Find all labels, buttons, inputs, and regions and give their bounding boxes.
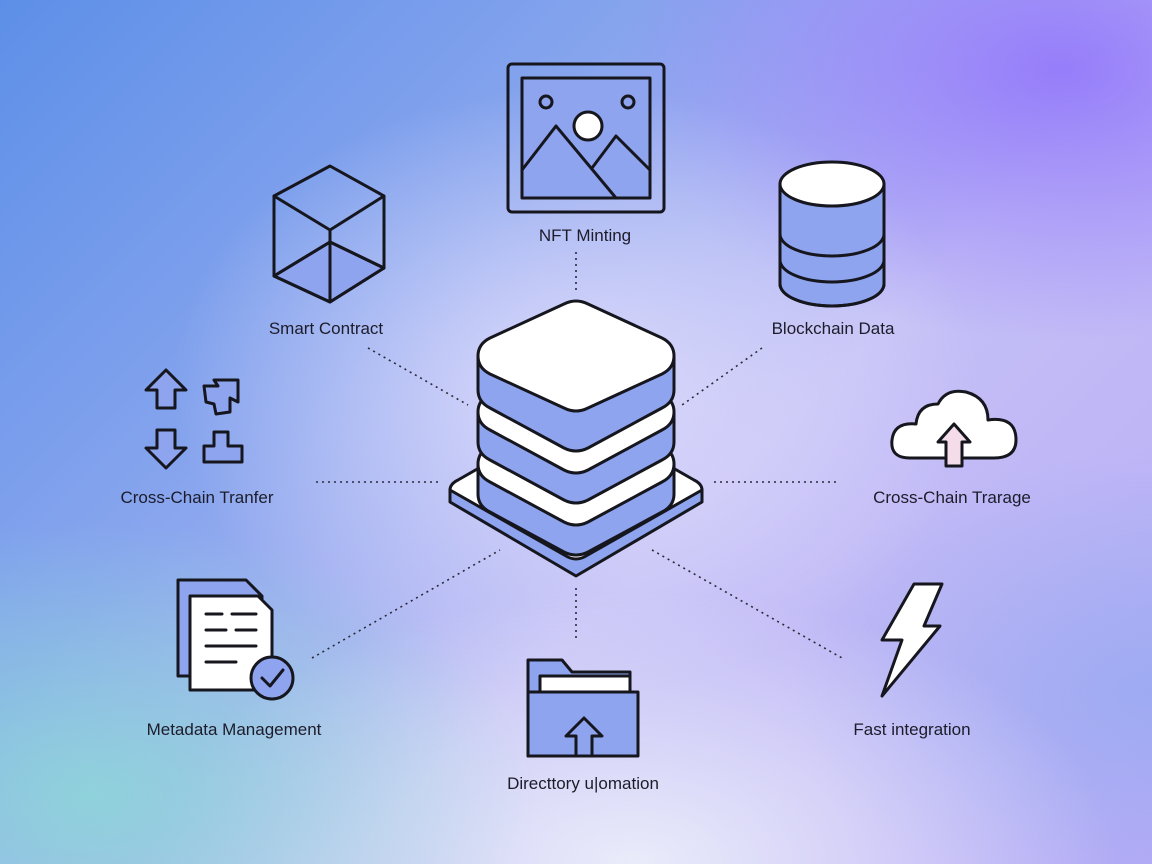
image-frame-icon bbox=[506, 62, 666, 214]
connector-lines bbox=[311, 252, 843, 659]
connector-fast-integration bbox=[651, 549, 843, 659]
connector-smart-contract bbox=[367, 347, 469, 406]
node-label-cross-chain-tranfer: Cross-Chain Tranfer bbox=[120, 488, 274, 507]
document-check-icon bbox=[176, 578, 295, 701]
node-label-blockchain-data: Blockchain Data bbox=[771, 319, 895, 338]
node-label-fast-integration: Fast integration bbox=[853, 720, 971, 739]
node-label-cross-chain-trarage: Cross-Chain Trarage bbox=[873, 488, 1031, 507]
cube-icon bbox=[272, 164, 386, 304]
cloud-upload-icon bbox=[890, 389, 1018, 468]
lightning-icon bbox=[880, 582, 944, 698]
database-icon bbox=[778, 160, 886, 308]
arrows-icon bbox=[144, 368, 244, 470]
node-label-smart-contract: Smart Contract bbox=[268, 319, 384, 338]
node-label-metadata-management: Metadata Management bbox=[146, 720, 322, 739]
node-label-directtory-ulomation: Directtory u|omation bbox=[507, 774, 659, 793]
node-label-nft-minting: NFT Minting bbox=[538, 226, 632, 245]
folder-upload-icon bbox=[526, 658, 640, 758]
connector-blockchain-data bbox=[681, 347, 763, 406]
connector-metadata-management bbox=[311, 549, 501, 659]
stacked-layers-icon bbox=[448, 299, 704, 578]
